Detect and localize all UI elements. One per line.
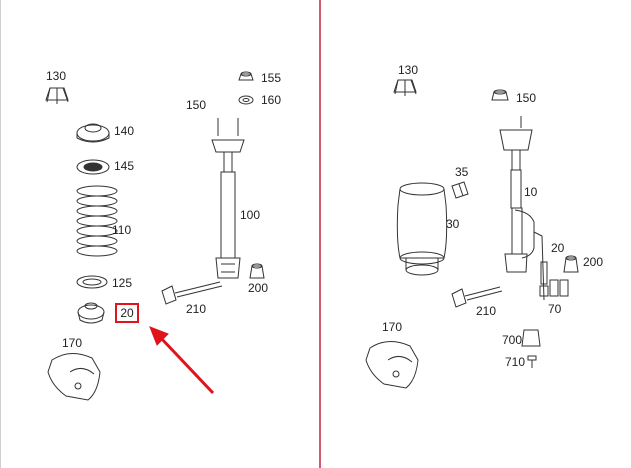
- part-100-shock-absorber: [211, 118, 245, 279]
- label-700: 700: [502, 333, 523, 347]
- panel-divider: [319, 0, 321, 468]
- label-140: 140: [114, 124, 135, 138]
- part-30-air-spring: [396, 182, 448, 276]
- label-710: 710: [505, 355, 526, 369]
- label-170: 170: [62, 336, 83, 350]
- part-150-nut: [491, 89, 509, 101]
- part-130-clip: [45, 87, 69, 104]
- part-10-strut: [499, 116, 535, 273]
- left-parts-drawing: [45, 71, 265, 401]
- label-210: 210: [476, 304, 497, 318]
- left-panel-coil-spring: 130 155 150 160 140 145 100 110 125 200 …: [45, 69, 282, 401]
- part-130-clip: [393, 79, 417, 96]
- highlighted-part-20-label[interactable]: 20: [115, 303, 139, 323]
- label-200: 200: [248, 281, 269, 295]
- label-210: 210: [186, 302, 207, 316]
- part-200-bushing: [249, 263, 265, 279]
- part-125-lower-pad: [76, 275, 108, 289]
- label-150: 150: [186, 98, 207, 112]
- part-700-part: [521, 329, 541, 347]
- label-155: 155: [261, 71, 282, 85]
- part-200-bushing: [563, 255, 579, 273]
- label-35: 35: [455, 165, 469, 179]
- part-20-sensor: [533, 231, 549, 301]
- part-140-top-mount: [76, 123, 110, 143]
- part-110-coil-spring: [76, 185, 118, 257]
- label-100: 100: [240, 208, 261, 222]
- left-border: [0, 0, 1, 468]
- part-170-cover: [365, 341, 419, 389]
- part-155-nut: [238, 71, 254, 81]
- part-70-connector: [549, 279, 569, 297]
- part-210-bolt: [161, 281, 223, 305]
- right-panel-air-suspension: 130 150 35 10 30 20 200 210 70 170 700 7…: [322, 0, 631, 468]
- label-145: 145: [114, 159, 135, 173]
- part-710-screw: [527, 355, 537, 368]
- label-150: 150: [516, 91, 537, 105]
- label-110: 110: [112, 223, 132, 237]
- label-70: 70: [548, 302, 562, 316]
- label-130: 130: [46, 69, 67, 83]
- label-200: 200: [583, 255, 604, 269]
- part-160-washer: [238, 95, 254, 105]
- label-130: 130: [398, 63, 419, 77]
- label-170: 170: [382, 320, 403, 334]
- part-20-bump-stop: [77, 302, 105, 324]
- part-170-cover: [47, 353, 101, 401]
- part-35-valve: [451, 181, 469, 199]
- label-30: 30: [446, 217, 460, 231]
- label-20: 20: [551, 241, 565, 255]
- label-10: 10: [524, 185, 538, 199]
- part-210-bolt: [451, 286, 503, 308]
- right-parts-drawing: [365, 79, 579, 389]
- part-145-spring-pad: [76, 159, 110, 175]
- label-125: 125: [112, 276, 133, 290]
- label-160: 160: [261, 93, 282, 107]
